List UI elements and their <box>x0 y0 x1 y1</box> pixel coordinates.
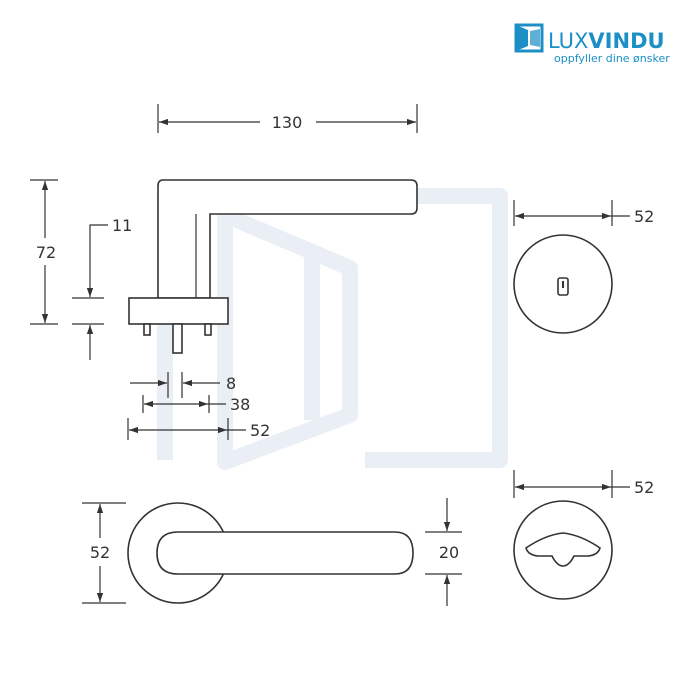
svg-text:LUXVINDU: LUXVINDU <box>548 29 665 53</box>
dim-label-72: 72 <box>36 243 56 262</box>
keyhole-icon <box>557 277 569 296</box>
dim-label-52-key: 52 <box>634 207 654 226</box>
brand-tagline: oppfyller dine ønsker <box>554 52 670 65</box>
handle-front-view <box>127 502 414 604</box>
brand-name-light: LUX <box>548 29 588 53</box>
handle-side-view <box>128 179 418 354</box>
watermark-logo <box>157 188 508 470</box>
dim-handle-height: 72 <box>30 179 58 325</box>
dim-label-8: 8 <box>226 374 236 393</box>
thumbturn-icon <box>525 532 601 567</box>
dim-label-20: 20 <box>439 543 459 562</box>
dim-key-rosette-diameter: 52 <box>513 200 654 226</box>
dim-label-52-front: 52 <box>90 543 110 562</box>
dim-thumbturn-rosette-diameter: 52 <box>513 470 654 498</box>
dim-front-rosette-diameter: 52 <box>82 502 126 604</box>
key-rosette <box>513 234 613 334</box>
brand-logo: LUXVINDU oppfyller dine ønsker <box>514 23 670 65</box>
dim-label-11: 11 <box>112 216 132 235</box>
dim-label-130: 130 <box>272 113 303 132</box>
dim-label-38: 38 <box>230 395 250 414</box>
dim-rosette-thickness: 11 <box>72 216 132 360</box>
dim-label-52-thumbturn: 52 <box>634 478 654 497</box>
dim-pin-spacing: 38 <box>142 395 250 414</box>
dim-handle-length: 130 <box>157 104 418 133</box>
dim-handle-grip-thickness: 20 <box>425 498 462 606</box>
dim-label-52-side: 52 <box>250 421 270 440</box>
thumbturn-rosette <box>513 500 613 600</box>
window-icon <box>514 23 544 53</box>
brand-name-bold: VINDU <box>588 29 664 53</box>
dim-rosette-width-side: 52 <box>127 418 270 440</box>
dim-spindle: 8 <box>130 372 236 398</box>
